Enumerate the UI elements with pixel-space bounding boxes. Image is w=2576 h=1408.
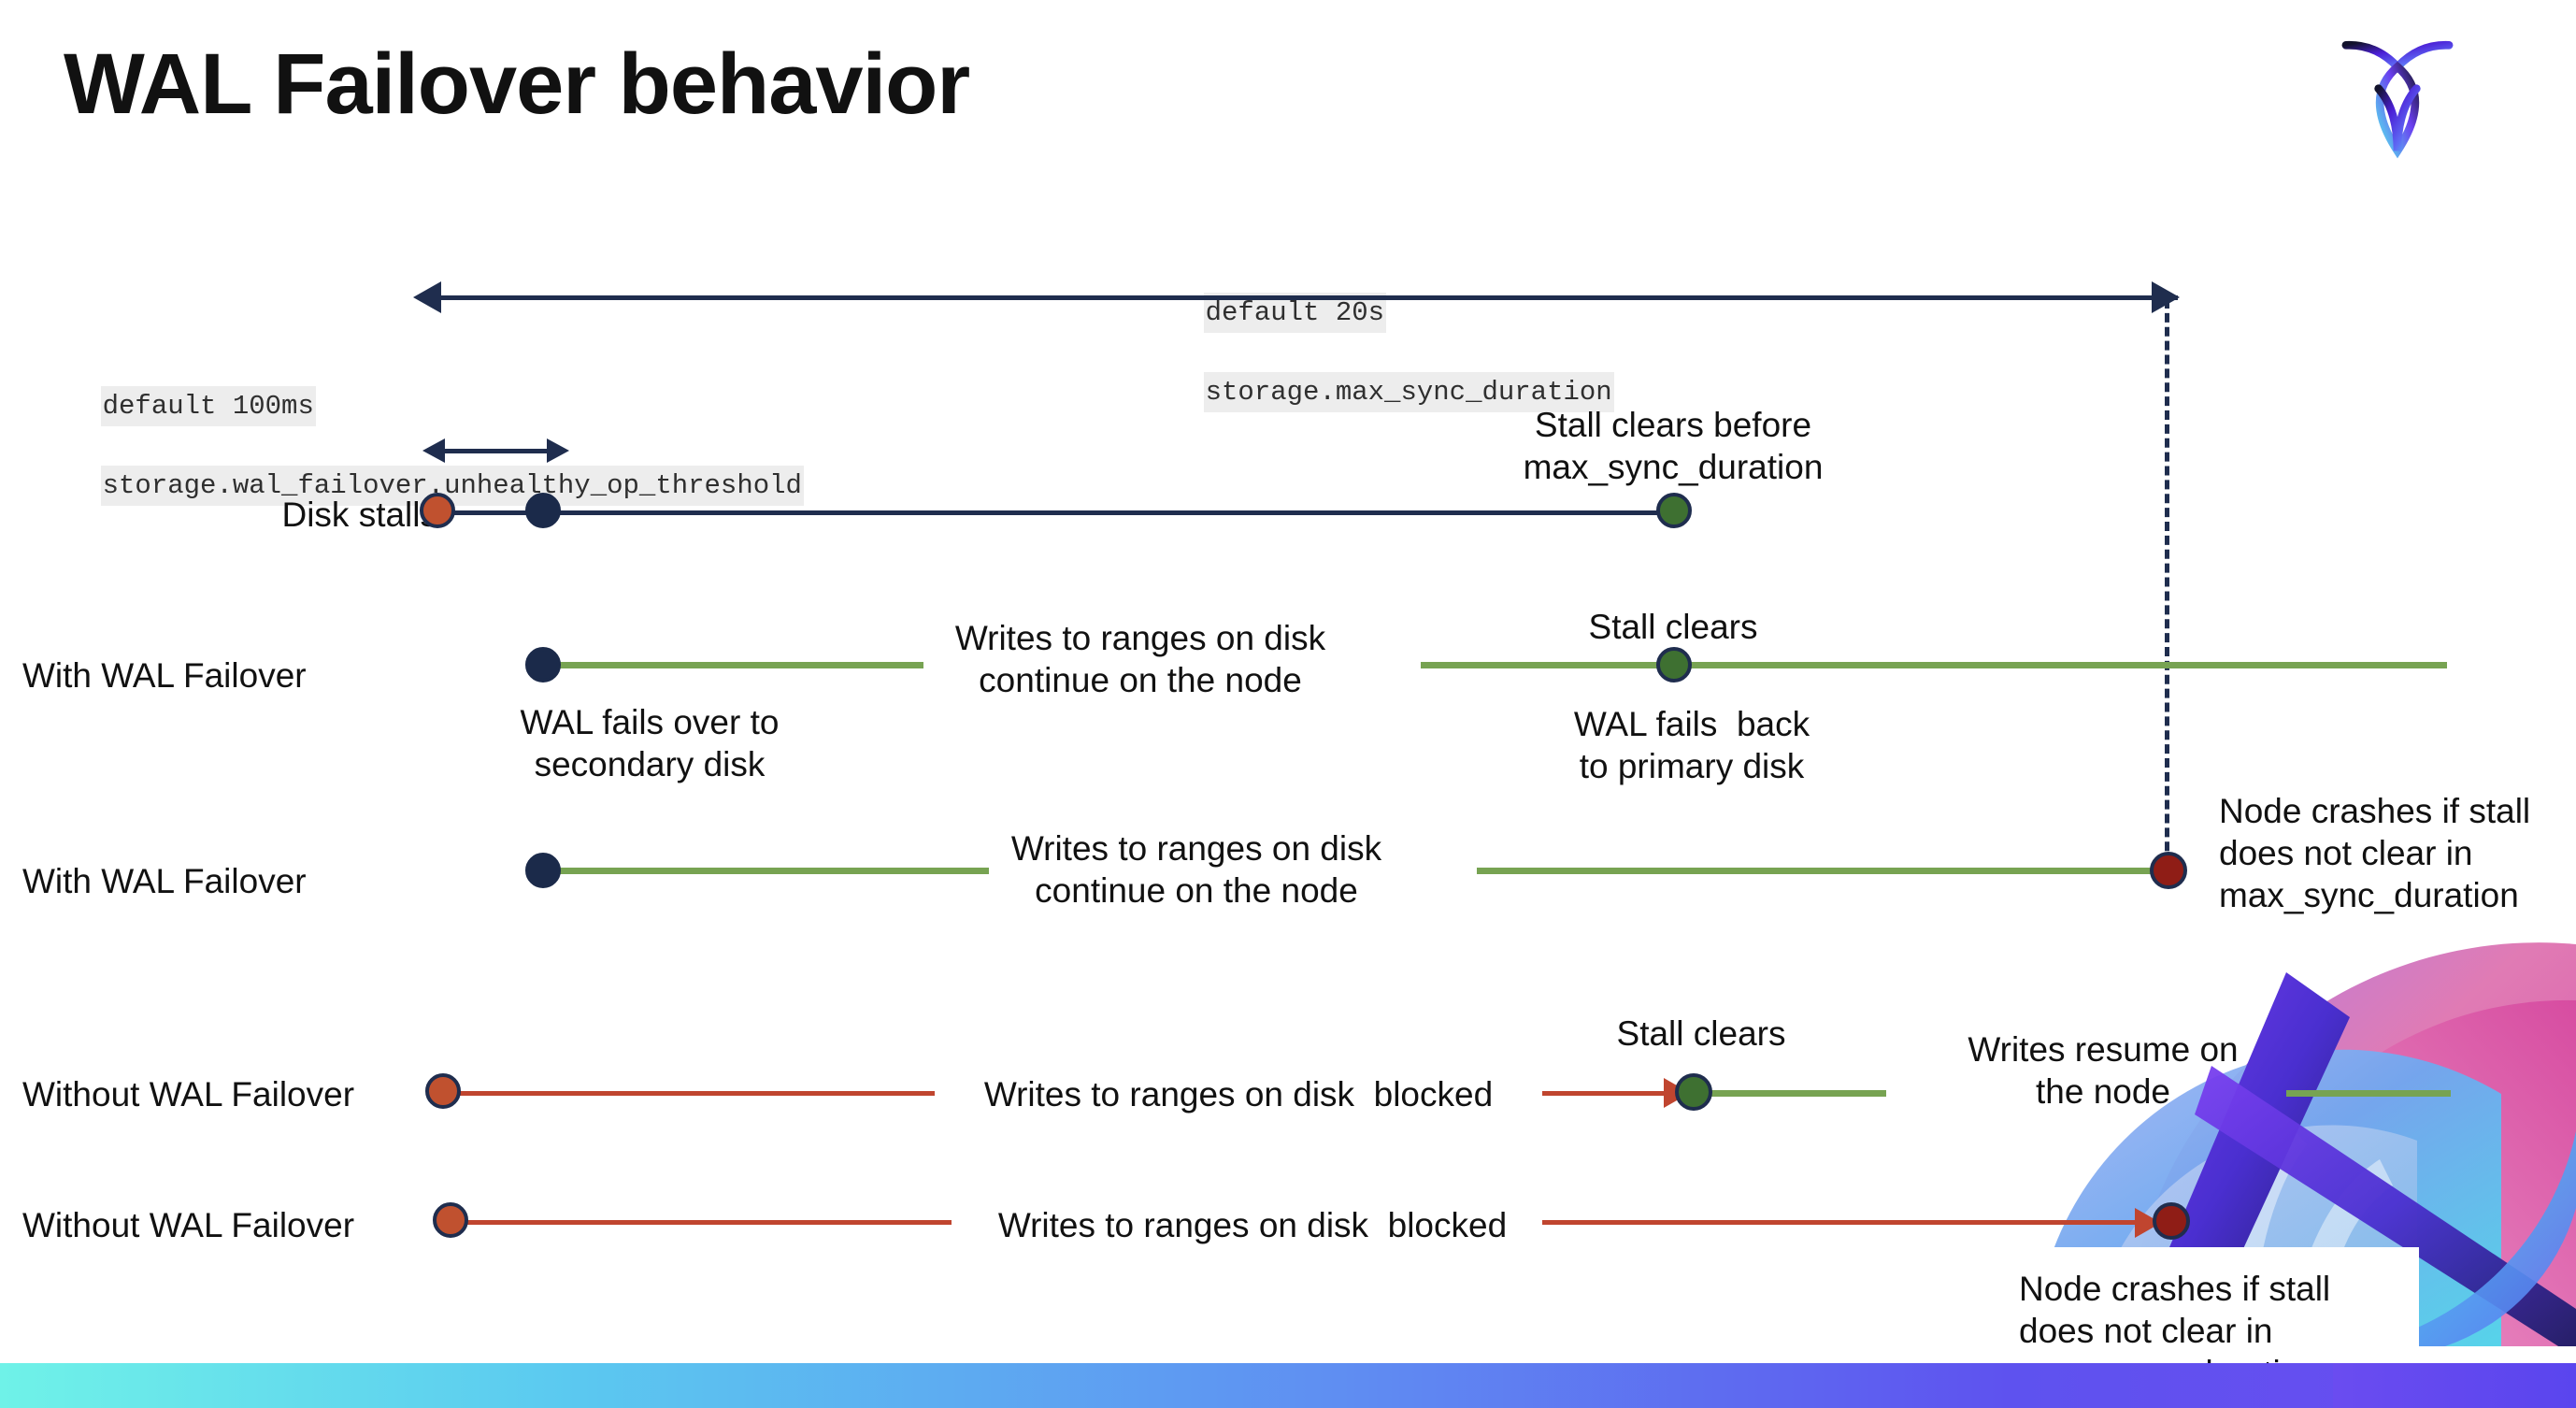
without-failover-1-resume-b xyxy=(2286,1090,2451,1097)
without-failover-1-stall-start-dot xyxy=(425,1073,461,1109)
max-sync-duration-annotation: default 20s storage.max_sync_duration xyxy=(1138,254,1614,451)
unhealthy-op-threshold-span-line xyxy=(444,449,547,453)
max-sync-duration-span-line xyxy=(439,295,2178,300)
wal-failover-2-node-crash-dot xyxy=(2150,852,2187,889)
row-label-with-wal-failover-2: With WAL Failover xyxy=(22,862,307,900)
without-failover-2-node-crash-dot xyxy=(2153,1202,2190,1240)
max-sync-duration-dashed-guide xyxy=(2165,299,2169,879)
page-title: WAL Failover behavior xyxy=(64,36,970,132)
row-label-without-wal-failover-2: Without WAL Failover xyxy=(22,1206,355,1244)
disk-stalls-timeline xyxy=(439,510,1673,515)
row-label-disk-stalls: Disk stalls xyxy=(281,496,437,534)
without-failover-2-blocked-b xyxy=(1542,1220,2154,1225)
row-label-with-wal-failover-1: With WAL Failover xyxy=(22,656,307,695)
note-writes-blocked-2: Writes to ranges on disk blocked xyxy=(997,1206,1508,1244)
disk-stall-clear-dot xyxy=(1656,493,1692,528)
note-writes-blocked-1: Writes to ranges on disk blocked xyxy=(983,1075,1494,1113)
without-failover-2-blocked-a xyxy=(467,1220,952,1225)
wal-failover-1-stall-clear-dot xyxy=(1656,647,1692,682)
wal-failover-1-start-dot xyxy=(525,647,561,682)
unhealthy-op-setting-label: storage.wal_failover.unhealthy_op_thresh… xyxy=(100,465,804,506)
without-failover-1-resume-a xyxy=(1710,1090,1886,1097)
without-failover-1-blocked-a xyxy=(458,1091,935,1096)
unhealthy-op-arrow-right-icon xyxy=(547,438,569,463)
without-failover-1-blocked-b xyxy=(1542,1091,1684,1096)
without-failover-2-stall-start-dot xyxy=(433,1202,468,1238)
without-failover-1-stall-clear-dot xyxy=(1675,1073,1712,1111)
wal-failover-2-segment-a xyxy=(542,868,989,874)
wal-failover-1-segment-b xyxy=(1421,662,2447,668)
disk-stall-start-dot xyxy=(420,493,455,528)
row-label-without-wal-failover-1: Without WAL Failover xyxy=(22,1075,355,1113)
wal-failover-1-segment-a xyxy=(542,662,923,668)
note-stall-clears-2: Stall clears xyxy=(1616,1014,1786,1053)
note-stall-clears-1: Stall clears xyxy=(1588,608,1758,646)
bottom-gradient-bar-tail xyxy=(2333,1363,2576,1408)
wal-failover-trigger-dot xyxy=(525,493,561,528)
wal-failover-2-start-dot xyxy=(525,853,561,888)
unhealthy-op-arrow-left-icon xyxy=(422,438,445,463)
unhealthy-op-default-label: default 100ms xyxy=(100,386,316,427)
bottom-gradient-bar xyxy=(0,1363,2576,1408)
unhealthy-op-threshold-annotation: default 100ms storage.wal_failover.unhea… xyxy=(36,348,804,544)
wal-failover-2-segment-b xyxy=(1477,868,2168,874)
cockroach-labs-logo-icon xyxy=(2327,26,2468,162)
max-sync-setting-label: storage.max_sync_duration xyxy=(1203,371,1614,412)
max-sync-arrow-left-icon xyxy=(413,281,441,313)
